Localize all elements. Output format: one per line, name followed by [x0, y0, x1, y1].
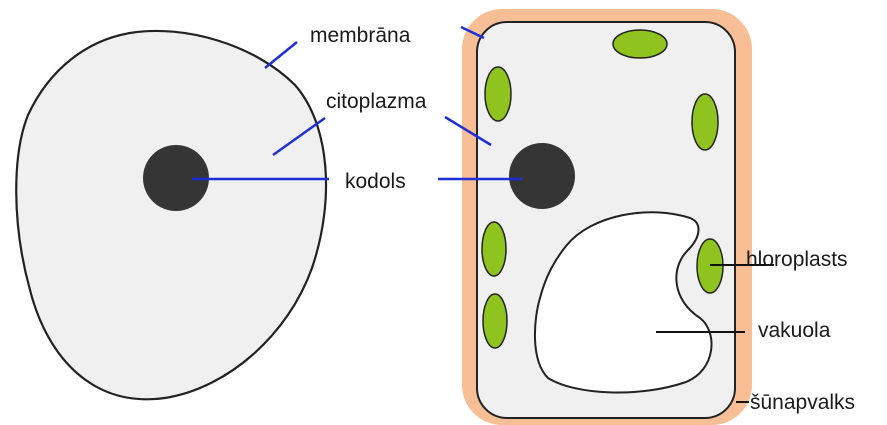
label-membrane: membrāna	[310, 24, 411, 47]
label-cytoplasm: citoplazma	[326, 90, 427, 113]
animal-cell-membrane	[16, 31, 326, 399]
label-cell-wall: šūnapvalks	[750, 391, 855, 414]
chloroplast	[483, 294, 507, 348]
label-nucleus: kodols	[345, 170, 406, 193]
chloroplast	[613, 30, 667, 58]
label-chloroplast: hloroplasts	[746, 248, 848, 271]
chloroplast	[692, 94, 718, 150]
chloroplast	[485, 67, 511, 121]
plant-cell-nucleus	[509, 143, 575, 209]
chloroplast	[482, 222, 506, 276]
plant-cell	[462, 9, 752, 425]
label-vacuole: vakuola	[758, 319, 831, 342]
membrane-pointer-left	[265, 42, 297, 68]
animal-cell	[16, 31, 326, 399]
